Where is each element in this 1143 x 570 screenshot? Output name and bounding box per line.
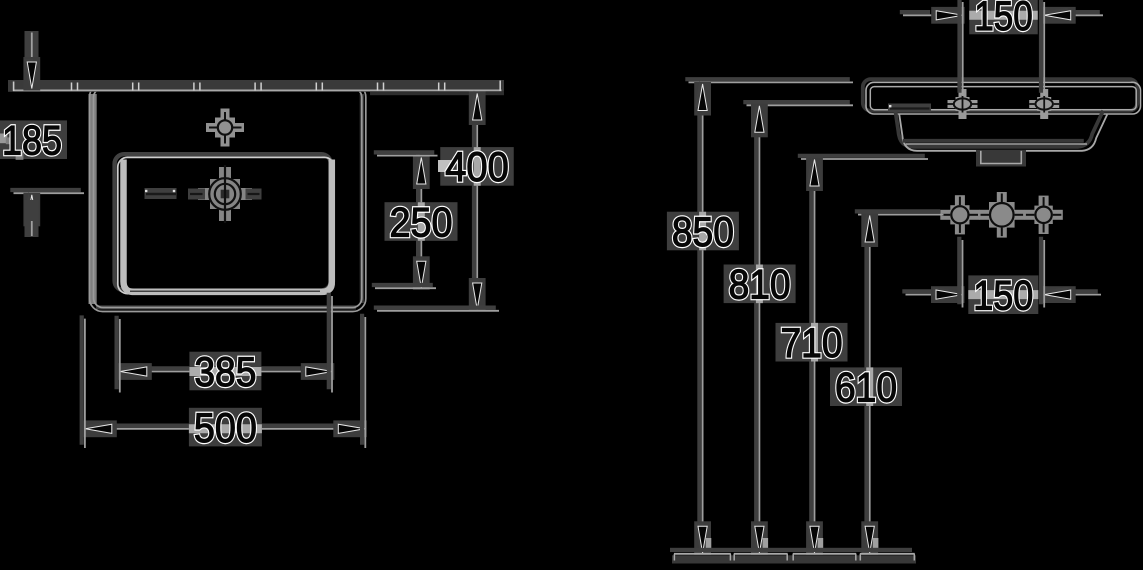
svg-text:185: 185: [2, 117, 62, 164]
svg-text:500: 500: [194, 404, 257, 451]
svg-text:150: 150: [973, 272, 1033, 319]
svg-text:385: 385: [194, 348, 256, 395]
svg-text:150: 150: [974, 0, 1033, 39]
svg-text:250: 250: [390, 198, 453, 245]
svg-text:400: 400: [445, 143, 509, 190]
svg-text:610: 610: [835, 364, 897, 411]
svg-text:400: 400: [445, 143, 509, 190]
svg-text:610: 610: [835, 364, 897, 411]
svg-text:850: 850: [672, 208, 734, 255]
svg-text:810: 810: [729, 261, 791, 308]
svg-text:150: 150: [973, 272, 1033, 319]
svg-text:500: 500: [194, 404, 257, 451]
svg-text:385: 385: [194, 348, 256, 395]
svg-text:185: 185: [2, 117, 62, 164]
svg-text:710: 710: [781, 319, 843, 366]
svg-text:850: 850: [672, 208, 734, 255]
svg-text:810: 810: [729, 261, 791, 308]
svg-text:250: 250: [390, 198, 453, 245]
svg-text:150: 150: [974, 0, 1033, 39]
svg-text:710: 710: [781, 319, 843, 366]
